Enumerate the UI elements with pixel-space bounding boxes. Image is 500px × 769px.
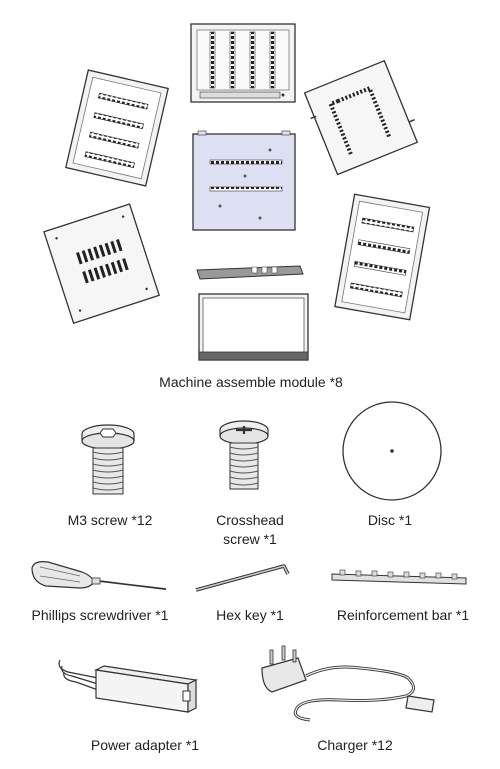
module-panel-right — [334, 193, 431, 321]
crosshead-screw-label-line1: Crosshead — [216, 512, 284, 528]
hex-key-label: Hex key *1 — [216, 607, 284, 623]
m3-screw-label: M3 screw *12 — [67, 512, 153, 528]
hex-key-illustration — [195, 564, 290, 592]
module-panel-upper-right — [303, 59, 419, 176]
screwdriver-illustration — [31, 561, 167, 590]
m3-screw-illustration — [81, 424, 135, 495]
reinforcement-bar-label: Reinforcement bar *1 — [336, 607, 470, 623]
power-adapter-label: Power adapter *1 — [90, 737, 200, 753]
module-panel-bottom — [198, 293, 309, 361]
module-panel-center — [192, 130, 296, 231]
power-adapter-illustration — [58, 659, 198, 713]
module-panel-top — [190, 23, 296, 103]
charger-label: Charger *12 — [317, 737, 393, 753]
module-bar — [196, 265, 304, 280]
modules-caption: Machine assemble module *8 — [159, 374, 343, 390]
module-panel-lower-left — [43, 203, 161, 324]
disc-label: Disc *1 — [367, 512, 413, 528]
screwdriver-label: Phillips screwdriver *1 — [31, 607, 169, 623]
disc-illustration — [342, 401, 442, 501]
module-panel-upper-left — [65, 69, 169, 187]
reinforcement-bar-illustration — [331, 569, 467, 585]
crosshead-screw-label-line2: screw *1 — [223, 531, 277, 547]
crosshead-screw-illustration — [219, 420, 269, 490]
charger-illustration — [261, 645, 435, 722]
